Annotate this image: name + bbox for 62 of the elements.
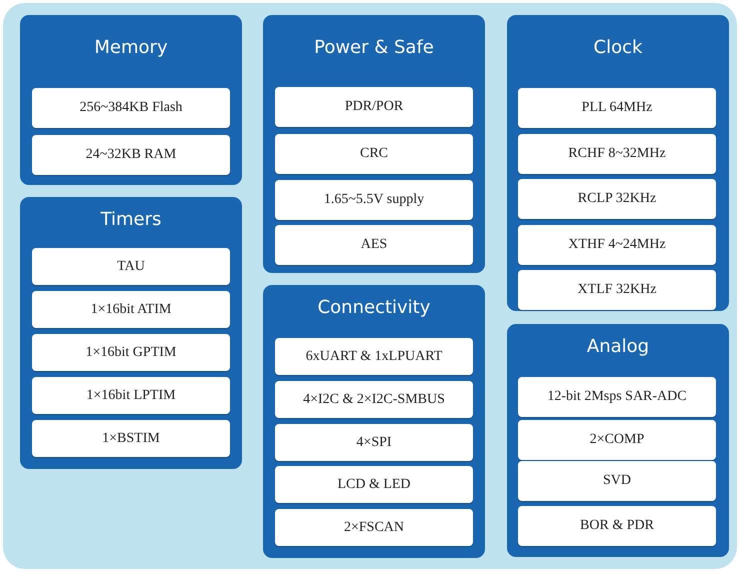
feature-label: 4×I2C & 2×I2C-SMBUS bbox=[303, 392, 445, 408]
feature-box bbox=[518, 179, 716, 219]
feature-label: BOR & PDR bbox=[580, 518, 654, 534]
feature-label: PDR/POR bbox=[344, 99, 404, 115]
feature-label: 1.65~5.5V supply bbox=[324, 192, 424, 208]
group-panel bbox=[263, 285, 485, 558]
feature-label: XTHF 4~24MHz bbox=[568, 237, 666, 253]
feature-box bbox=[518, 506, 716, 546]
feature-label: 12-bit 2Msps SAR-ADC bbox=[547, 389, 687, 405]
feature-label: 1×16bit LPTIM bbox=[86, 388, 176, 404]
group-panel bbox=[20, 197, 242, 469]
feature-box bbox=[275, 466, 473, 503]
feature-label: 4×SPI bbox=[356, 434, 392, 450]
group-panel bbox=[507, 324, 729, 557]
group-panel bbox=[507, 15, 729, 311]
feature-box bbox=[32, 334, 230, 371]
feature-box bbox=[275, 338, 473, 375]
feature-label: 1×16bit GPTIM bbox=[86, 344, 176, 360]
group-heading: Memory bbox=[94, 37, 168, 58]
feature-label: PLL 64MHz bbox=[582, 100, 652, 116]
feature-box bbox=[518, 377, 716, 417]
feature-label: RCLP 32KHz bbox=[578, 191, 656, 207]
feature-box bbox=[32, 420, 230, 457]
feature-box bbox=[518, 88, 716, 128]
feature-label: 1×BSTIM bbox=[102, 430, 160, 446]
group-heading: Power & Safe bbox=[314, 37, 434, 58]
feature-label: XTLF 32KHz bbox=[578, 282, 656, 298]
group-heading: Timers bbox=[100, 209, 162, 230]
feature-box bbox=[275, 134, 473, 174]
group-heading: Analog bbox=[586, 336, 650, 357]
group-heading: Connectivity bbox=[318, 297, 430, 318]
feature-box bbox=[32, 248, 230, 285]
feature-label: LCD & LED bbox=[337, 476, 411, 492]
group-panel bbox=[20, 15, 242, 185]
feature-box bbox=[275, 87, 473, 127]
feature-box bbox=[275, 180, 473, 220]
feature-box bbox=[275, 225, 473, 265]
feature-label: SVD bbox=[602, 473, 631, 489]
group-panel bbox=[263, 15, 485, 273]
feature-label: CRC bbox=[360, 146, 388, 162]
feature-label: 2×COMP bbox=[590, 432, 644, 448]
feature-label: RCHF 8~32MHz bbox=[568, 146, 666, 162]
feature-box bbox=[32, 88, 230, 128]
feature-box bbox=[275, 424, 473, 461]
feature-label: 256~384KB Flash bbox=[80, 100, 182, 116]
feature-box bbox=[518, 461, 716, 501]
feature-label: 6xUART & 1xLPUART bbox=[306, 348, 442, 364]
feature-label: 1×16bit ATIM bbox=[90, 302, 172, 318]
feature-label: 24~32KB RAM bbox=[86, 147, 176, 163]
feature-label: AES bbox=[360, 237, 388, 253]
feature-box bbox=[518, 225, 716, 265]
group-heading: Clock bbox=[594, 37, 642, 58]
feature-label: TAU bbox=[117, 258, 145, 274]
feature-box bbox=[518, 134, 716, 174]
feature-box bbox=[275, 381, 473, 418]
feature-box bbox=[32, 135, 230, 175]
feature-box bbox=[518, 270, 716, 310]
feature-box bbox=[518, 420, 716, 460]
feature-box bbox=[275, 509, 473, 546]
feature-box bbox=[32, 291, 230, 328]
feature-box bbox=[32, 377, 230, 414]
feature-label: 2×FSCAN bbox=[344, 520, 404, 536]
